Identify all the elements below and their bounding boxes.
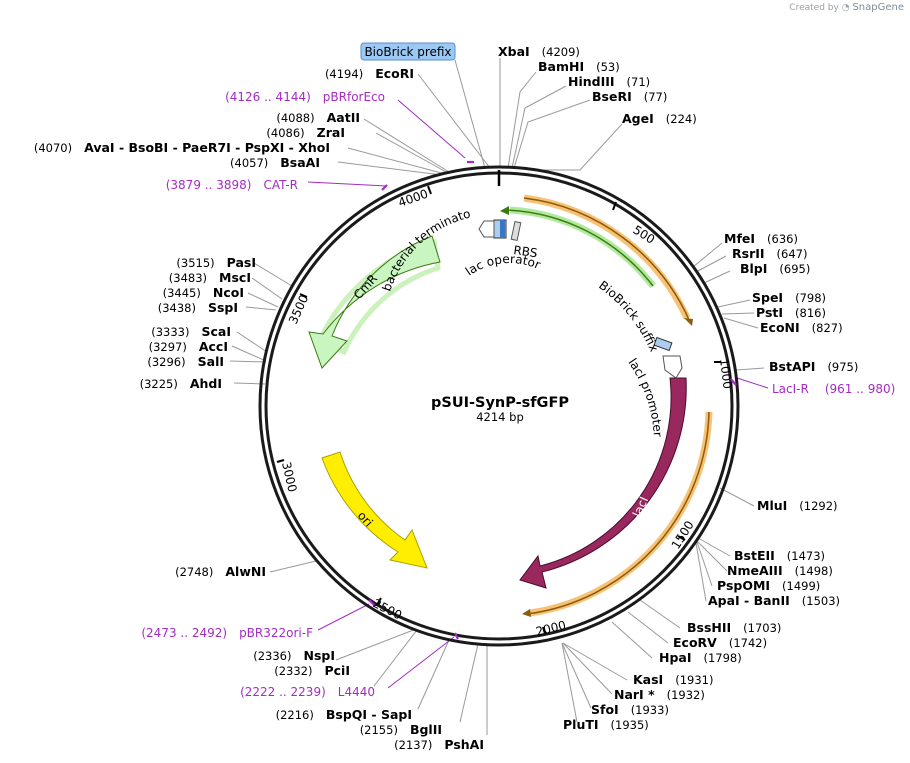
tick-1000: 1000 [717, 358, 735, 390]
primer-marks [368, 160, 737, 640]
site-xbai[interactable]: XbaI(4209) [498, 44, 580, 59]
site-msci[interactable]: (3483)MscI [169, 270, 251, 285]
site-scai[interactable]: (3333)ScaI [151, 324, 231, 339]
site-nspi[interactable]: (2336)NspI [253, 648, 335, 663]
tick-500: 500 [630, 223, 657, 247]
plasmid-size: 4214 bp [476, 410, 524, 424]
tick-3000: 3000 [279, 461, 300, 494]
site-pcii[interactable]: (2332)PciI [274, 663, 350, 678]
site-rsrii[interactable]: RsrII(647) [732, 246, 807, 261]
ticks [276, 185, 721, 635]
site-kasi[interactable]: KasI(1931) [633, 672, 713, 687]
site-sali[interactable]: (3296)SalI [147, 354, 224, 369]
rbs-label: RBS [513, 243, 539, 260]
site-sspi[interactable]: (3438)SspI [158, 300, 238, 315]
site-mlui[interactable]: MluI(1292) [757, 498, 838, 513]
biobrick-prefix-label: BioBrick prefix [364, 45, 451, 59]
primer-labels: (4126 .. 4144)pBRforEco (3879 .. 3898)CA… [141, 90, 895, 699]
credit-brand: SnapGene [852, 2, 904, 13]
biobrick-suffix-arrow [523, 197, 691, 323]
site-spei[interactable]: SpeI(798) [752, 290, 826, 305]
site-acci[interactable]: (3297)AccI [149, 339, 228, 354]
site-pspomi[interactable]: PspOMI(1499) [717, 578, 820, 593]
snapgene-logo-icon: ◔ [841, 3, 850, 13]
rbs-box [510, 220, 522, 242]
site-econi[interactable]: EcoNI(827) [760, 320, 843, 335]
ori-arrow [321, 451, 428, 569]
cmr-arrow [308, 235, 441, 369]
site-hpai[interactable]: HpaI(1798) [659, 650, 742, 665]
primer-l4440[interactable]: (2222 .. 2239)L4440 [240, 685, 375, 699]
biobrick-suffix-arrowhead-icon [684, 318, 693, 326]
biobrick-prefix-badge[interactable] [360, 42, 456, 61]
leader-lines [229, 58, 765, 735]
site-bamhi[interactable]: BamHI(53) [538, 59, 620, 74]
credit-text: Created by [789, 3, 839, 13]
site-bstapi[interactable]: BstAPI(975) [769, 359, 858, 374]
site-ahdi[interactable]: (3225)AhdI [140, 376, 222, 391]
site-bsteii[interactable]: BstEII(1473) [734, 548, 825, 563]
laci-arrow [519, 377, 687, 589]
site-bsshii[interactable]: BssHII(1703) [687, 620, 781, 635]
primer-pbrforeco[interactable]: (4126 .. 4144)pBRforEco [225, 90, 385, 104]
site-hindiii[interactable]: HindIII(71) [568, 74, 650, 89]
promoter-arrow-icon [478, 220, 495, 238]
site-bseri[interactable]: BseRI(77) [592, 89, 667, 104]
orange-lower-feature [529, 411, 713, 617]
primer-cat-r[interactable]: (3879 .. 3898)CAT-R [166, 178, 298, 192]
site-ecorv[interactable]: EcoRV(1742) [673, 635, 767, 650]
laci-promoter-arrow-icon [662, 355, 683, 379]
site-agei[interactable]: AgeI(224) [622, 111, 697, 126]
site-ecori[interactable]: (4194)EcoRI [325, 66, 414, 81]
primer-pbr322ori-f[interactable]: (2473 .. 2492)pBR322ori-F [141, 626, 313, 640]
orange-lower-arrow [526, 411, 710, 615]
snapgene-credit: Created by ◔ SnapGene [789, 2, 904, 13]
site-pshai[interactable]: (2137)PshAI [394, 737, 484, 752]
site-sfoi[interactable]: SfoI(1933) [591, 702, 669, 717]
site-alwni[interactable]: (2748)AlwNI [175, 564, 266, 579]
site-aatii[interactable]: (4088)AatII [276, 110, 360, 125]
orange-lower-arrowhead-icon [522, 609, 531, 617]
laci-promoter-label: lacI promoter [626, 356, 665, 438]
site-blpi[interactable]: BlpI(695) [740, 261, 810, 276]
primer-leader-lines [307, 99, 769, 689]
site-nmeaiii[interactable]: NmeAIII(1498) [727, 563, 833, 578]
biobrick-suffix-box [653, 336, 673, 352]
site-pasi[interactable]: (3515)PasI [176, 255, 256, 270]
site-bglii[interactable]: (2155)BglII [360, 722, 442, 737]
biobrick-prefix-green-arrow [505, 209, 654, 287]
site-ncoi[interactable]: (3445)NcoI [163, 285, 244, 300]
plasmid-name: pSUI-SynP-sfGFP [431, 395, 569, 411]
site-avai-group[interactable]: (4070)AvaI - BsoBI - PaeR7I - PspXI - Xh… [34, 140, 330, 155]
backbone-outer [258, 165, 740, 647]
site-bsaai[interactable]: (4057)BsaAI [230, 155, 320, 170]
site-pluti[interactable]: PluTI(1935) [563, 717, 649, 732]
biobrick-suffix-label: BioBrick suffix [596, 278, 661, 354]
site-bspqi-sapi[interactable]: (2216)BspQI - SapI [276, 707, 412, 722]
site-mfei[interactable]: MfeI(636) [724, 231, 798, 246]
site-psti[interactable]: PstI(816) [756, 305, 826, 320]
tick-4000: 4000 [396, 187, 429, 210]
restriction-site-labels: XbaI(4209) BamHI(53) HindIII(71) BseRI(7… [34, 44, 859, 752]
lac-operator-box [500, 220, 505, 238]
primer-laci-r[interactable]: LacI-R(961 .. 980) [772, 382, 895, 396]
green-arrowhead-icon [500, 206, 509, 215]
site-nari[interactable]: NarI *(1932) [614, 687, 705, 702]
site-zrai[interactable]: (4086)ZraI [266, 125, 345, 140]
tick-3500: 3500 [286, 293, 311, 327]
site-apai-banii[interactable]: ApaI - BanII(1503) [708, 593, 840, 608]
